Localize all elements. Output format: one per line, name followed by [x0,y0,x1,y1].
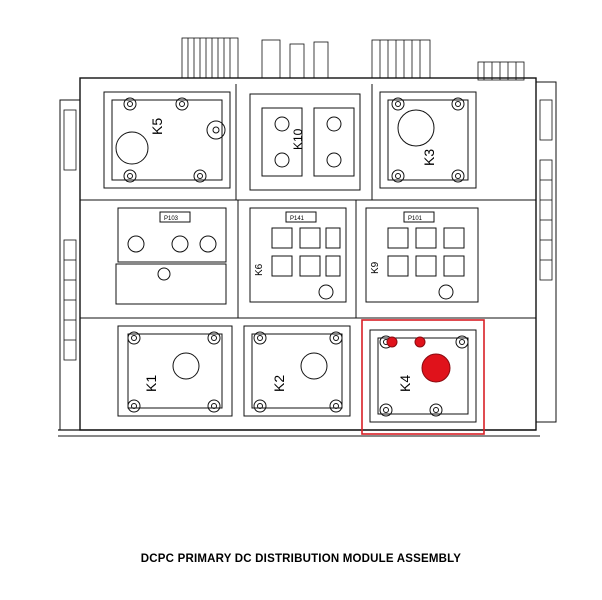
k10-label: K10 [291,128,305,150]
panel-p101-label: P101 [408,216,423,222]
k9-label: K9 [370,261,381,274]
highlight-marker-terminal-a [386,336,398,348]
relay-k3: K3 [379,91,477,189]
relay-k2: K2 [243,325,351,417]
k4-label: K4 [397,375,413,392]
highlight-marker-terminal-b [414,336,426,348]
panel-p103-label: P103 [164,216,179,222]
side-connectors [63,99,553,361]
k2-label: K2 [271,375,287,392]
k5-label: K5 [149,118,165,135]
module-frame [58,77,557,437]
k4-highlight [361,319,485,435]
panel-row-middle: P103 P141 K6 P101 K9 [115,207,479,305]
heat-sink-fins [181,37,525,81]
relay-k5: K5 [103,91,231,189]
relay-k10: K10 [249,93,361,191]
diagram-caption: DCPC PRIMARY DC DISTRIBUTION MODULE ASSE… [140,553,462,565]
highlight-box [361,319,485,435]
k3-label: K3 [421,149,437,166]
relay-k1: K1 [117,325,233,417]
panel-p141-label: P141 [290,216,305,222]
k6-label: K6 [254,263,265,276]
k1-label: K1 [143,375,159,392]
highlight-marker-coil [421,353,451,383]
